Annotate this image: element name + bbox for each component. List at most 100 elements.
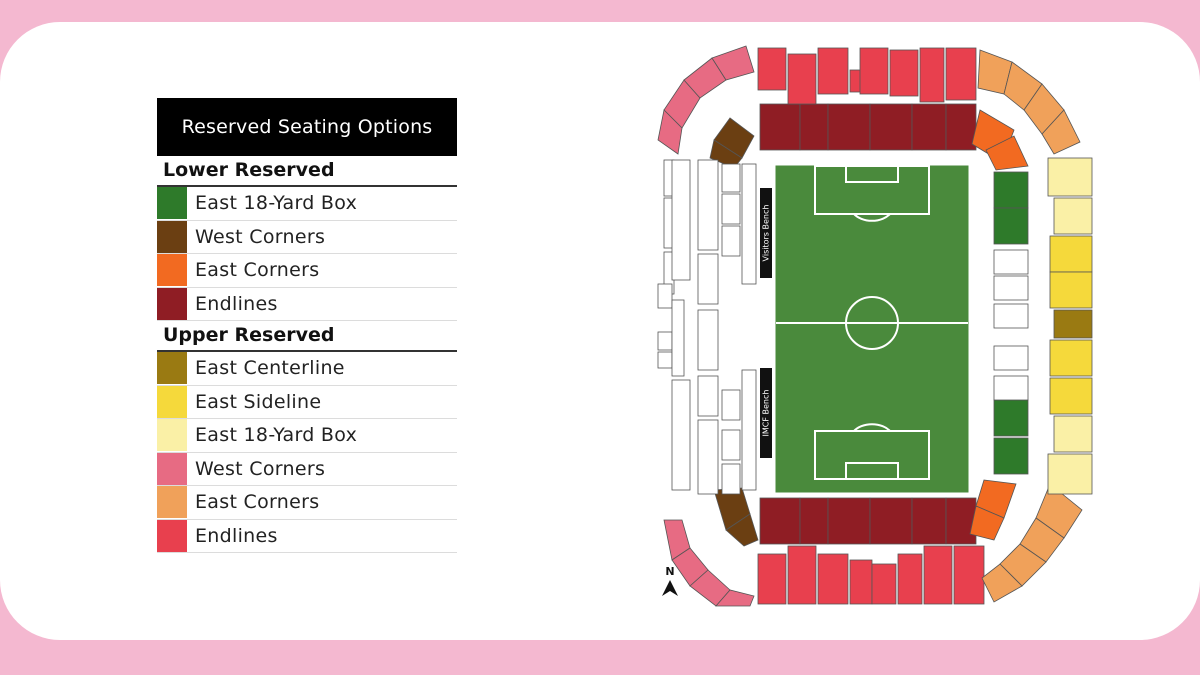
upper-endline-north-section[interactable] — [889, 49, 919, 97]
legend-swatch — [157, 352, 187, 385]
legend-group-title: Lower Reserved — [157, 156, 457, 187]
home-bench-marker — [760, 368, 772, 458]
legend-row: Endlines — [157, 519, 457, 553]
legend-label: East 18-Yard Box — [195, 192, 358, 215]
legend-title: Reserved Seating Options — [157, 98, 457, 156]
upper-west-corner-section[interactable] — [711, 45, 755, 81]
legend-row: East Centerline — [157, 352, 457, 386]
west-unreserved-section[interactable] — [697, 375, 719, 417]
legend-label: Endlines — [195, 524, 278, 547]
upper-endline-south-section[interactable] — [787, 545, 817, 605]
lower-west-corner-section[interactable] — [725, 513, 759, 547]
upper-east-sideline-section[interactable] — [1049, 271, 1093, 309]
upper-endline-north-section[interactable] — [859, 47, 889, 95]
legend-swatch — [157, 254, 187, 287]
lower-endline-north-section[interactable] — [759, 103, 801, 151]
legend-label: East Centerline — [195, 357, 345, 380]
upper-endline-south-section[interactable] — [953, 545, 985, 605]
west-unreserved-section[interactable] — [741, 369, 757, 491]
upper-west-corner-section[interactable] — [657, 109, 683, 155]
west-unreserved-section[interactable] — [721, 429, 741, 461]
lower-east-sideline-section[interactable] — [993, 345, 1029, 371]
lower-east-sideline-section[interactable] — [993, 375, 1029, 401]
visitors-bench-label: Visitors Bench — [762, 205, 771, 262]
upper-west-corner-section[interactable] — [715, 589, 755, 607]
north-goal-box — [845, 165, 899, 183]
lower-endline-south-section[interactable] — [759, 497, 801, 545]
legend-row: West Corners — [157, 220, 457, 254]
west-unreserved-section[interactable] — [657, 351, 673, 369]
north-label: N — [665, 565, 674, 578]
west-unreserved-section[interactable] — [697, 309, 719, 371]
upper-endline-south-section[interactable] — [871, 563, 897, 605]
west-unreserved-section[interactable] — [657, 331, 673, 351]
west-unreserved-section[interactable] — [721, 193, 741, 225]
lower-endline-south-section[interactable] — [911, 497, 947, 545]
legend-swatch — [157, 287, 187, 320]
upper-endline-south-section[interactable] — [923, 545, 953, 605]
pitch-surface — [772, 162, 972, 496]
lower-east-sideline-section[interactable] — [993, 275, 1029, 301]
west-unreserved-section[interactable] — [697, 159, 719, 251]
lower-endline-south-section[interactable] — [945, 497, 977, 545]
legend-row: East 18-Yard Box — [157, 187, 457, 221]
lower-east-18-yard-section[interactable] — [993, 171, 1029, 209]
west-unreserved-section[interactable] — [697, 253, 719, 305]
upper-endline-south-section[interactable] — [897, 553, 923, 605]
upper-east-sideline-section[interactable] — [1047, 157, 1093, 197]
lower-endline-north-section[interactable] — [799, 103, 829, 151]
upper-east-sideline-section[interactable] — [1053, 309, 1093, 339]
lower-endline-south-section[interactable] — [799, 497, 829, 545]
west-unreserved-section[interactable] — [671, 379, 691, 491]
lower-east-corner-section[interactable] — [985, 135, 1029, 171]
upper-east-sideline-section[interactable] — [1049, 339, 1093, 377]
upper-endline-north-section[interactable] — [945, 47, 977, 101]
lower-east-sideline-section[interactable] — [993, 249, 1029, 275]
lower-east-18-yard-section[interactable] — [993, 399, 1029, 437]
legend-label: East 18-Yard Box — [195, 424, 358, 447]
west-unreserved-section[interactable] — [721, 389, 741, 421]
lower-endline-north-section[interactable] — [911, 103, 947, 151]
west-unreserved-section[interactable] — [741, 163, 757, 285]
upper-east-corner-section[interactable] — [1041, 109, 1081, 155]
west-unreserved-section[interactable] — [671, 159, 691, 281]
west-unreserved-section[interactable] — [657, 283, 673, 309]
west-unreserved-section[interactable] — [721, 163, 741, 193]
upper-east-sideline-section[interactable] — [1049, 235, 1093, 273]
lower-endline-south-section[interactable] — [869, 497, 913, 545]
upper-endline-north-section[interactable] — [817, 47, 849, 95]
west-unreserved-section[interactable] — [721, 463, 741, 495]
upper-endline-south-section[interactable] — [817, 553, 849, 605]
legend-label: West Corners — [195, 457, 326, 480]
upper-endline-south-section[interactable] — [757, 553, 787, 605]
west-unreserved-section[interactable] — [721, 225, 741, 257]
upper-east-sideline-section[interactable] — [1053, 415, 1093, 453]
north-arrow-shape — [662, 580, 678, 596]
upper-endline-south-section[interactable] — [849, 559, 873, 605]
lower-endline-south-section[interactable] — [827, 497, 871, 545]
lower-east-corner-section[interactable] — [969, 505, 1005, 541]
west-unreserved-section[interactable] — [671, 299, 685, 377]
legend-label: East Corners — [195, 259, 320, 282]
north-arrow-icon: N — [662, 565, 678, 596]
lower-endline-north-section[interactable] — [827, 103, 871, 151]
upper-endline-north-section[interactable] — [787, 53, 817, 105]
legend-row: Endlines — [157, 287, 457, 321]
legend-swatch — [157, 419, 187, 452]
legend-swatch — [157, 519, 187, 552]
upper-east-sideline-section[interactable] — [1053, 197, 1093, 235]
upper-east-corner-section[interactable] — [981, 563, 1023, 603]
west-unreserved-section[interactable] — [697, 419, 719, 495]
home-bench: IMCF Bench — [760, 368, 772, 458]
legend-swatch — [157, 187, 187, 220]
upper-east-sideline-section[interactable] — [1047, 453, 1093, 495]
legend-swatch — [157, 220, 187, 253]
lower-endline-north-section[interactable] — [945, 103, 977, 151]
upper-east-sideline-section[interactable] — [1049, 377, 1093, 415]
lower-east-18-yard-section[interactable] — [993, 207, 1029, 245]
upper-endline-north-section[interactable] — [919, 47, 945, 103]
upper-endline-north-section[interactable] — [757, 47, 787, 91]
lower-east-sideline-section[interactable] — [993, 303, 1029, 329]
lower-endline-north-section[interactable] — [869, 103, 913, 151]
lower-east-18-yard-section[interactable] — [993, 437, 1029, 475]
